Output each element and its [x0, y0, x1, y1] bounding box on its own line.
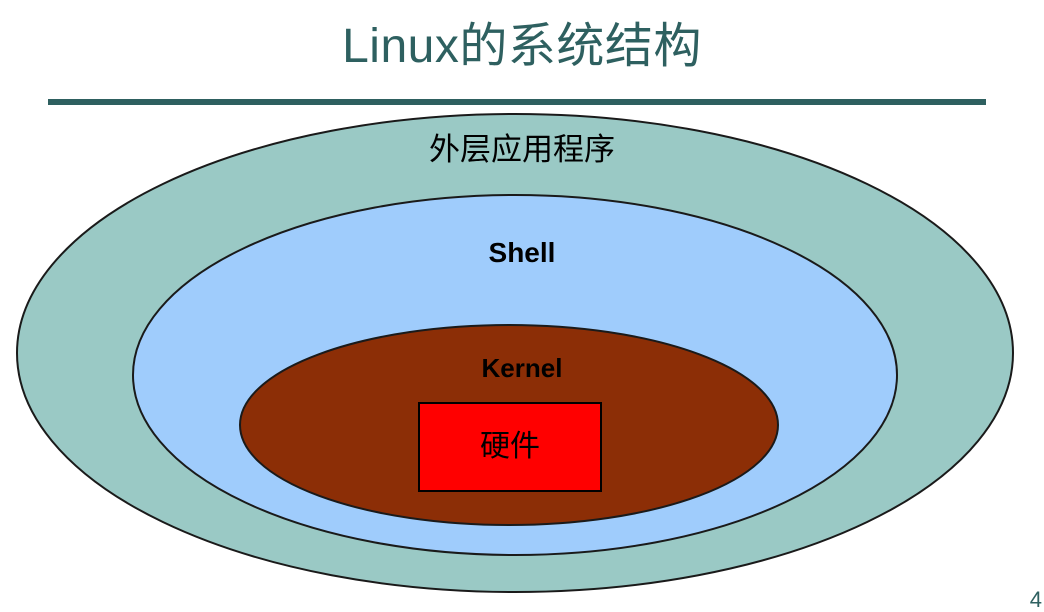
page-number: 4	[1029, 587, 1042, 612]
page-title: Linux的系统结构	[342, 20, 702, 73]
layer-label-applications: 外层应用程序	[429, 132, 615, 168]
layer-label-kernel: Kernel	[481, 353, 563, 383]
hardware-box: 硬件	[418, 402, 602, 492]
hardware-label: 硬件	[480, 429, 540, 464]
layer-label-shell: Shell	[488, 237, 556, 268]
title-divider-rule	[48, 99, 986, 105]
title-block: Linux的系统结构	[0, 18, 1044, 76]
